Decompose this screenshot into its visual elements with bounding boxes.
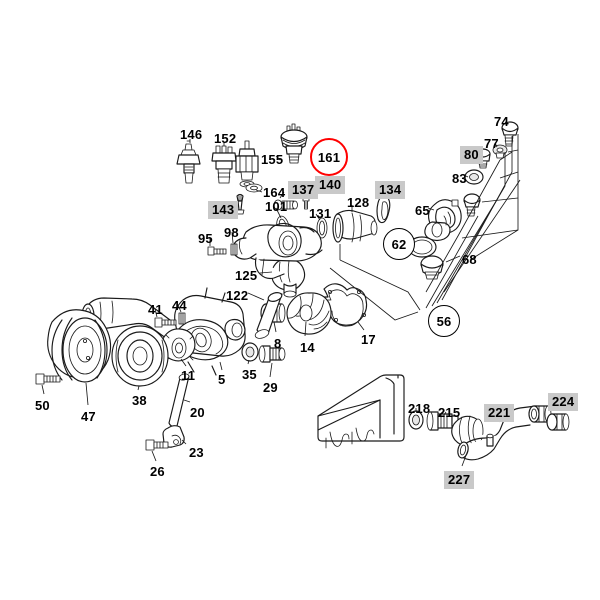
part-152-shape (211, 145, 237, 184)
part-35-shape (241, 342, 259, 362)
part-95-shape (207, 246, 227, 256)
part-label-98[interactable]: 98 (224, 225, 239, 240)
part-label-56[interactable]: 56 (428, 305, 460, 337)
part-label-14[interactable]: 14 (300, 340, 315, 355)
part-label-221[interactable]: 221 (484, 404, 515, 422)
part-label-65[interactable]: 65 (415, 203, 430, 218)
part-47-shape (47, 309, 112, 383)
part-label-215[interactable]: 215 (438, 405, 461, 420)
part-label-17[interactable]: 17 (361, 332, 376, 347)
part-98-shape (230, 243, 238, 256)
part-label-47[interactable]: 47 (81, 409, 96, 424)
part-label-68[interactable]: 68 (462, 252, 477, 267)
part-label-29[interactable]: 29 (263, 380, 278, 395)
part-label-77[interactable]: 77 (484, 136, 499, 151)
part-146-shape (176, 140, 201, 184)
part-label-80[interactable]: 80 (460, 146, 483, 164)
part-label-8[interactable]: 8 (274, 336, 282, 351)
part-label-218[interactable]: 218 (408, 401, 431, 416)
part-label-95[interactable]: 95 (198, 231, 213, 246)
part-label-140[interactable]: 140 (315, 176, 346, 194)
part-74-shape (501, 121, 519, 147)
part-label-23[interactable]: 23 (189, 445, 204, 460)
thermostat-housing-shape (231, 222, 323, 280)
part-label-38[interactable]: 38 (132, 393, 147, 408)
part-label-125[interactable]: 125 (235, 268, 258, 283)
part-131-shape (316, 217, 328, 239)
part-label-155[interactable]: 155 (261, 152, 284, 167)
part-83-shape (464, 169, 484, 185)
part-label-20[interactable]: 20 (190, 405, 205, 420)
engine-block-shape (317, 374, 405, 449)
part-label-62[interactable]: 62 (383, 228, 415, 260)
part-label-134[interactable]: 134 (375, 181, 406, 199)
part-label-152[interactable]: 152 (214, 131, 237, 146)
part-label-227[interactable]: 227 (444, 471, 475, 489)
part-14-shape (286, 292, 332, 335)
part-77-shape (492, 144, 508, 159)
part-128-shape (332, 209, 378, 243)
part-221-shape (457, 405, 537, 461)
part-label-143[interactable]: 143 (208, 201, 239, 219)
part-29-shape (258, 345, 286, 363)
part-38-shape (111, 325, 169, 387)
part-label-146[interactable]: 146 (180, 127, 203, 142)
part-164-shape (245, 183, 263, 193)
part-26-shape (145, 439, 169, 451)
leader-bracket (461, 134, 519, 261)
part-label-83[interactable]: 83 (452, 171, 467, 186)
part-155-shape (235, 140, 259, 188)
part-label-122[interactable]: 122 (226, 288, 249, 303)
part-44-shape (178, 312, 186, 325)
part-65-shape (424, 199, 462, 242)
part-label-5[interactable]: 5 (218, 372, 226, 387)
part-label-224[interactable]: 224 (548, 393, 579, 411)
part-label-131[interactable]: 131 (309, 206, 332, 221)
part-161-shape (280, 123, 308, 164)
part-label-101[interactable]: 101 (265, 199, 288, 214)
part-label-74[interactable]: 74 (494, 114, 509, 129)
part-134-shape (376, 195, 391, 224)
part-label-50[interactable]: 50 (35, 398, 50, 413)
part-122-pipe-shape (254, 292, 283, 339)
part-label-128[interactable]: 128 (347, 195, 370, 210)
part-50-shape (35, 373, 61, 385)
part-label-35[interactable]: 35 (242, 367, 257, 382)
part-label-164[interactable]: 164 (263, 185, 286, 200)
part-137-shape (273, 199, 298, 211)
part-label-11[interactable]: 11 (181, 368, 196, 383)
part-125-shape (270, 258, 306, 298)
part-41-shape (154, 317, 177, 328)
part-label-161[interactable]: 161 (310, 138, 348, 176)
part-224-shape (528, 405, 570, 431)
part-label-44[interactable]: 44 (172, 298, 187, 313)
part-label-41[interactable]: 41 (148, 302, 163, 317)
part-label-137[interactable]: 137 (288, 181, 319, 199)
part-bolt-extra-shape (463, 193, 481, 217)
part-label-26[interactable]: 26 (150, 464, 165, 479)
leader-lines (329, 136, 521, 321)
